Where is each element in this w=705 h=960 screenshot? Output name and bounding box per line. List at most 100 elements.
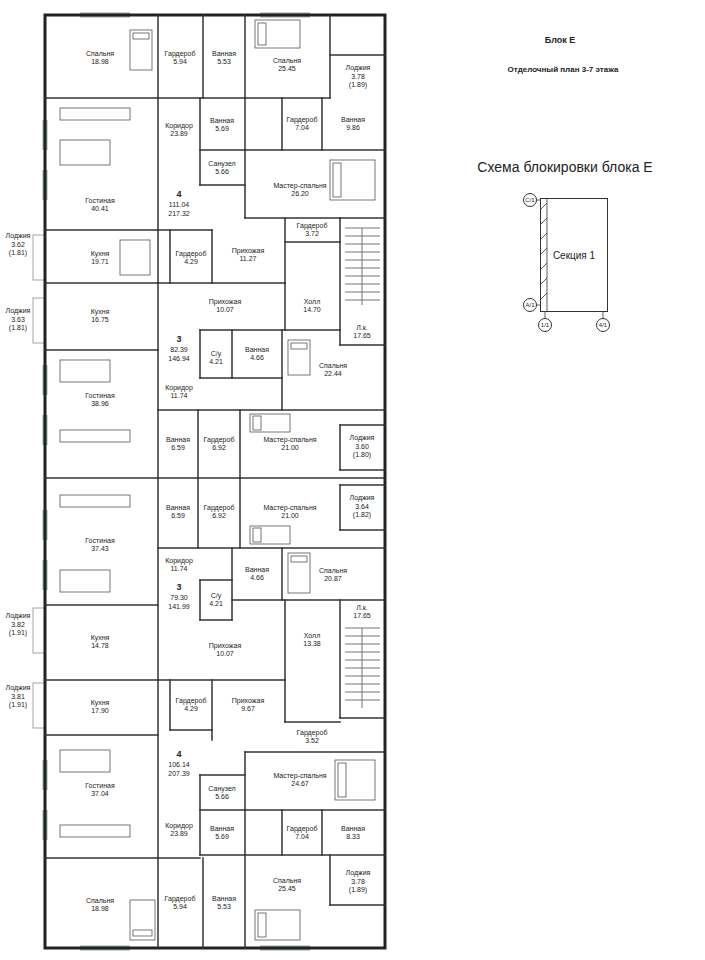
room-name: Холл: [303, 632, 321, 641]
room-label: Лоджия3.78(1.89): [346, 64, 371, 90]
room-label: Ванная8.33: [341, 825, 365, 842]
room-name: Лоджия: [6, 307, 31, 316]
room-area: 5.94: [165, 903, 196, 912]
room-label: Лоджия3.60(1.80): [350, 434, 375, 460]
room-area: 16.75: [91, 316, 110, 325]
room-label: Ванная6.59: [166, 504, 190, 521]
room-name: Ванная: [212, 895, 236, 904]
section-box: Секция 1: [540, 198, 608, 312]
plan-subtitle: Отделочный план 3-7 этажа: [508, 66, 619, 75]
room-area: 38.96: [85, 400, 114, 409]
apartment-area-total: 207.39: [168, 770, 189, 778]
room-label: Лоджия3.78(1.89): [346, 869, 371, 895]
room-name: Гостиная: [85, 782, 114, 791]
room-name: Лоджия: [6, 232, 31, 241]
room-label: Гостиная37.04: [85, 782, 114, 799]
room-name: Кухня: [91, 634, 110, 643]
room-name: Гардероб: [287, 116, 318, 125]
room-area: 5.69: [210, 125, 234, 134]
room-name: Гардероб: [204, 436, 235, 445]
room-area: 3.64: [350, 503, 375, 512]
room-area: 6.92: [204, 512, 235, 521]
room-label: Мастер-спальня21.00: [263, 436, 316, 453]
room-name: Кухня: [91, 699, 110, 708]
room-area: (1.91): [6, 701, 31, 710]
room-name: Гостиная: [85, 392, 114, 401]
room-name: Лоджия: [346, 869, 371, 878]
room-area: 25.45: [273, 65, 301, 74]
room-label: Ванная6.59: [166, 436, 190, 453]
room-name: Прихожая: [232, 697, 264, 706]
scheme-title: Схема блокировки блока Е: [477, 160, 652, 175]
room-name: Ванная: [210, 825, 234, 834]
room-name: Санузел: [208, 160, 235, 169]
room-label: Лоджия3.82(1.91): [6, 612, 31, 638]
room-name: Гардероб: [176, 250, 207, 259]
room-area: 11.74: [165, 392, 193, 401]
room-label: Кухня14.78: [91, 634, 110, 651]
room-name: Мастер-спальня: [263, 504, 316, 513]
room-name: Мастер-спальня: [263, 436, 316, 445]
room-area: 5.94: [165, 58, 196, 67]
room-area: 11.27: [232, 255, 264, 264]
room-area: 3.81: [6, 693, 31, 702]
room-name: Санузел: [208, 785, 235, 794]
room-label: Лоджия3.63(1.81): [6, 307, 31, 333]
room-name: Кухня: [91, 250, 110, 259]
axis-marker: 4/1: [596, 318, 610, 332]
room-area: 5.66: [208, 168, 235, 177]
room-name: Ванная: [210, 117, 234, 126]
room-area: 17.90: [91, 707, 110, 716]
apartment-area-total: 146.94: [168, 355, 189, 363]
room-area: 14.78: [91, 642, 110, 651]
room-name: Спальня: [86, 50, 114, 59]
room-name: Ванная: [245, 566, 269, 575]
room-name: Гардероб: [204, 504, 235, 513]
room-area: 4.29: [176, 705, 207, 714]
room-area: (1.91): [6, 629, 31, 638]
room-area: 4.66: [245, 574, 269, 583]
room-area: 26.20: [273, 190, 326, 199]
room-area: 25.45: [273, 885, 301, 894]
room-label: Кухня17.90: [91, 699, 110, 716]
room-label: Спальня25.45: [273, 877, 301, 894]
apartment-area: 79.30: [170, 594, 188, 602]
room-name: Холл: [303, 298, 321, 307]
room-name: Гардероб: [165, 50, 196, 59]
room-name: Лоджия: [6, 612, 31, 621]
room-name: Секция 1: [553, 250, 595, 261]
room-label: Коридор11.74: [165, 384, 193, 401]
room-name: Спальня: [319, 567, 347, 576]
room-area: 3.63: [6, 316, 31, 325]
room-name: Лоджия: [350, 494, 375, 503]
room-label: Гардероб6.92: [204, 436, 235, 453]
room-area: 40.41: [85, 205, 114, 214]
room-label: Гостиная40.41: [85, 197, 114, 214]
room-area: 7.04: [287, 833, 318, 842]
room-name: Кухня: [91, 308, 110, 317]
apartment-rooms: 3: [176, 335, 181, 345]
room-label: Ванная4.66: [245, 346, 269, 363]
room-label: Гардероб7.04: [287, 116, 318, 133]
room-name: Ванная: [212, 50, 236, 59]
room-area: 17.65: [353, 612, 371, 621]
room-name: 1/1: [541, 322, 549, 328]
room-area: 7.04: [287, 124, 318, 133]
room-area: 3.78: [346, 73, 371, 82]
room-label: Лоджия3.81(1.91): [6, 684, 31, 710]
room-label: Кухня16.75: [91, 308, 110, 325]
room-name: 4/1: [599, 322, 607, 328]
room-area: 13.38: [303, 640, 321, 649]
apartment-area-total: 141.99: [168, 603, 189, 611]
axis-marker: С/1: [523, 193, 537, 207]
room-name: Спальня: [319, 362, 347, 371]
room-label: Холл14.70: [303, 298, 321, 315]
room-area: 3.82: [6, 621, 31, 630]
room-label: Гардероб3.52: [297, 729, 328, 746]
room-area: 11.74: [165, 565, 193, 574]
room-name: Гардероб: [297, 222, 328, 231]
axis-marker: 1/1: [538, 318, 552, 332]
room-area: 17.65: [353, 332, 371, 341]
